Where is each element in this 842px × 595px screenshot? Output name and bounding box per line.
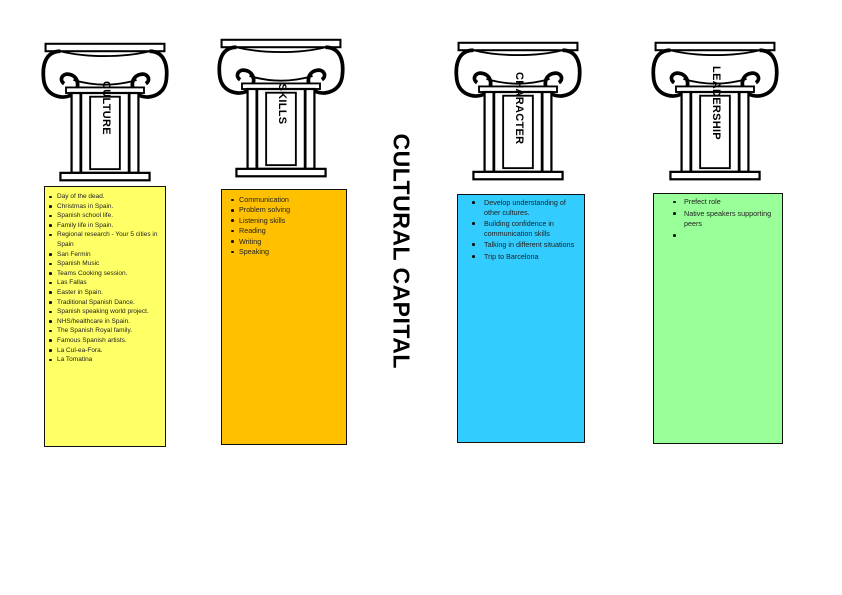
- pillar-culture: CULTURE: [40, 40, 170, 185]
- list-item: Spanish Music: [45, 259, 165, 269]
- list-item: Spanish school life.: [45, 211, 165, 221]
- list-item: Listening skills: [222, 216, 346, 226]
- list-item: Spanish speaking world project.: [45, 307, 165, 317]
- list-item: Trip to Barcelona: [458, 252, 584, 262]
- list-item: Traditional Spanish Dance.: [45, 298, 165, 308]
- list-item: La Tomatina: [45, 355, 165, 365]
- list-item: Famous Spanish artists.: [45, 336, 165, 346]
- list-item: Family life in Spain.: [45, 221, 165, 231]
- list-leadership: Prefect role Native speakers supporting …: [654, 197, 782, 241]
- list-item: Building confidence in communication ski…: [458, 219, 584, 238]
- list-item: Talking in different situations: [458, 240, 584, 250]
- pillar-character: CHARACTER: [453, 39, 583, 184]
- list-item: Develop understanding of other cultures.: [458, 198, 584, 217]
- list-culture: Day of the dead. Christmas in Spain. Spa…: [45, 192, 165, 365]
- list-item: Regional research - Your 5 cities in Spa…: [45, 230, 165, 249]
- list-item: Speaking: [222, 247, 346, 257]
- pillar-leadership: LEADERSHIP: [650, 39, 780, 184]
- list-skills: Communication Problem solving Listening …: [222, 195, 346, 257]
- pillar-label-skills: SKILLS: [276, 83, 288, 125]
- list-item: Communication: [222, 195, 346, 205]
- panel-leadership: Prefect role Native speakers supporting …: [653, 193, 783, 444]
- pillar-label-leadership: LEADERSHIP: [710, 66, 722, 140]
- list-item: Reading: [222, 226, 346, 236]
- list-item: Writing: [222, 237, 346, 247]
- panel-culture: Day of the dead. Christmas in Spain. Spa…: [44, 186, 166, 447]
- list-item: Native speakers supporting peers: [654, 209, 782, 230]
- list-item: La Cul-ea-Fora.: [45, 346, 165, 356]
- list-item: Day of the dead.: [45, 192, 165, 202]
- list-item: Prefect role: [654, 197, 782, 208]
- panel-character: Develop understanding of other cultures.…: [457, 194, 585, 443]
- list-item: Teams Cooking session.: [45, 269, 165, 279]
- list-item: NHS/healthcare in Spain.: [45, 317, 165, 327]
- list-item: Problem solving: [222, 205, 346, 215]
- pillar-label-culture: CULTURE: [100, 81, 112, 135]
- pillar-label-character: CHARACTER: [513, 72, 525, 145]
- pillar-skills: SKILLS: [216, 36, 346, 181]
- list-item: Las Fallas: [45, 278, 165, 288]
- list-item: San Fermin: [45, 250, 165, 260]
- list-item: [654, 231, 782, 242]
- list-item: The Spanish Royal family.: [45, 326, 165, 336]
- list-item: Christmas in Spain.: [45, 202, 165, 212]
- list-item: Easter in Spain.: [45, 288, 165, 298]
- list-character: Develop understanding of other cultures.…: [458, 198, 584, 262]
- page-title: CULTURAL CAPITAL: [388, 133, 415, 369]
- panel-skills: Communication Problem solving Listening …: [221, 189, 347, 445]
